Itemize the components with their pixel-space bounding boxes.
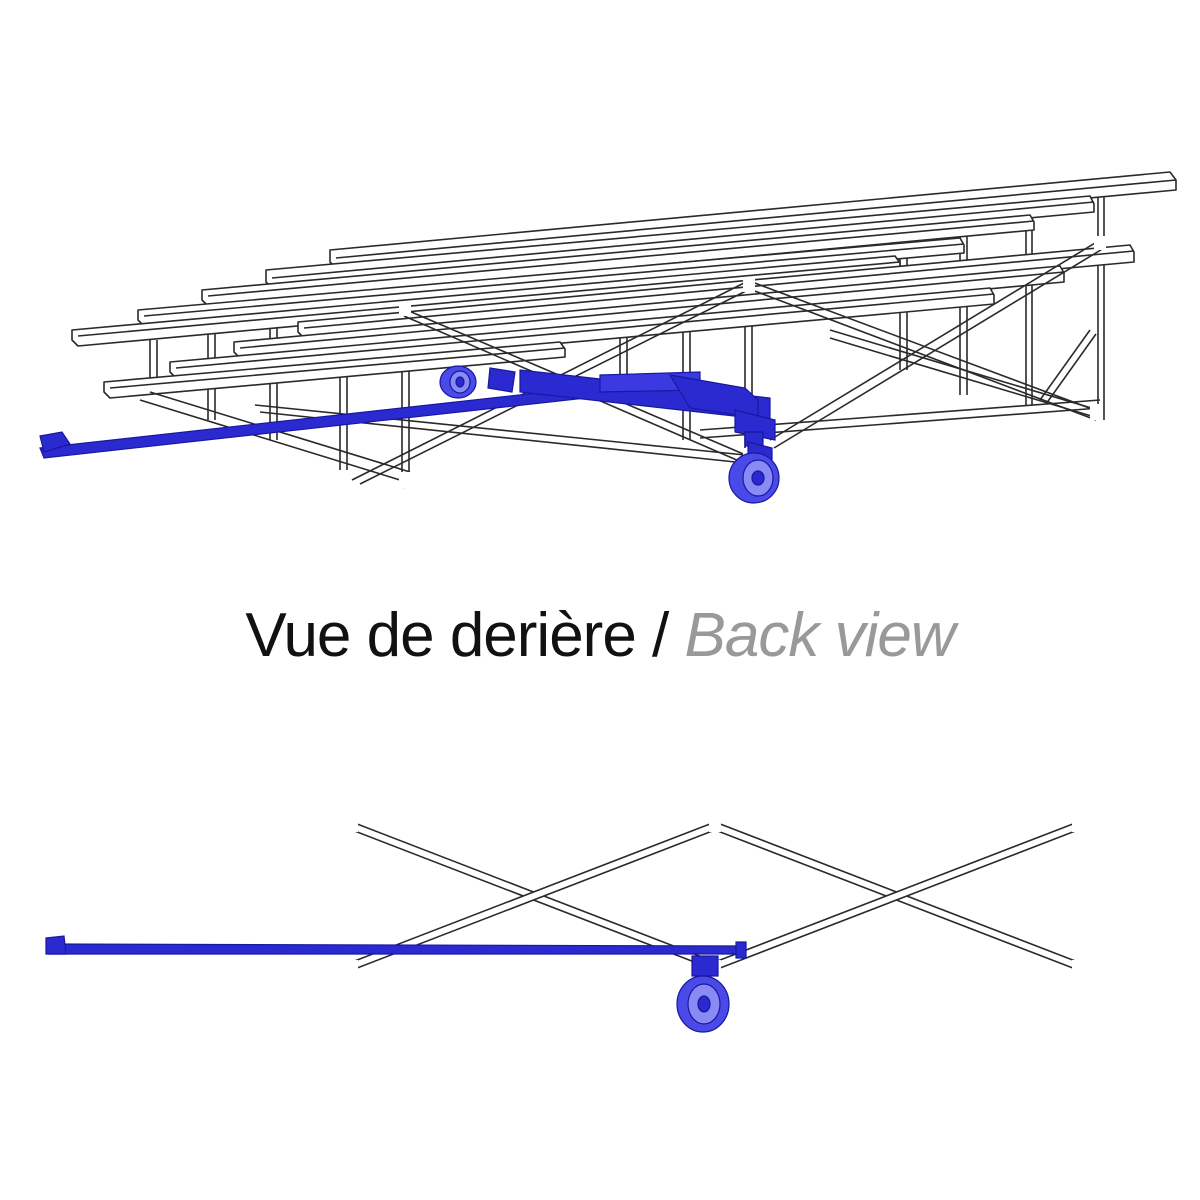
back-tow-bar (47, 943, 746, 955)
caption-separator: / (635, 601, 685, 670)
caption-french: Vue de derière (245, 601, 636, 670)
back-tow-assembly (45, 935, 747, 1033)
bleacher-back-view-drawing (45, 772, 1140, 1033)
back-cross-braces (346, 820, 1084, 972)
front-caster-wheel (728, 441, 780, 504)
caption-english: Back view (684, 601, 956, 670)
back-caster-wheel (676, 975, 730, 1033)
rear-caster-wheel (439, 365, 477, 399)
bleacher-isometric-drawing (39, 171, 1177, 504)
view-caption: Vue de derière / Back view (0, 596, 1200, 676)
seat-planks (71, 171, 1177, 399)
tow-assembly (39, 365, 780, 504)
